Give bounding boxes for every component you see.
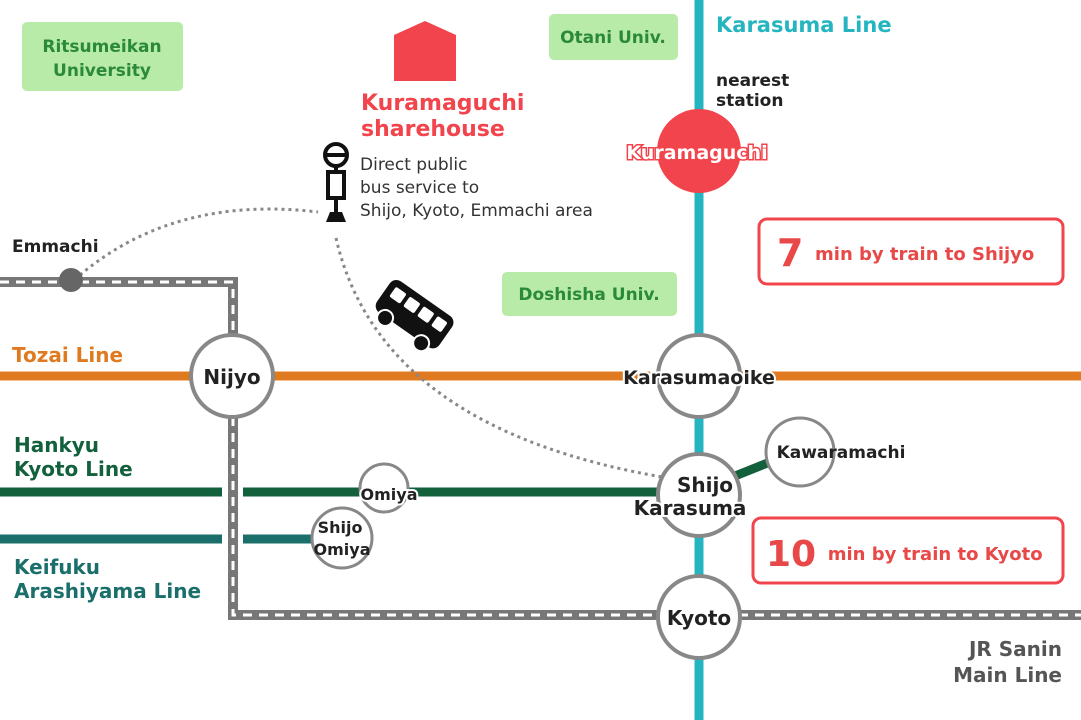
- university-otani: Otani Univ.: [549, 14, 678, 60]
- station-shijo-omiya-label-1: Shijo: [318, 518, 363, 537]
- station-shijo-omiya-marker[interactable]: [310, 506, 374, 570]
- keifuku-line-label-1: Keifuku: [14, 555, 100, 579]
- info-kyoto-text: min by train to Kyoto: [828, 544, 1043, 565]
- bus-stop-icon: [323, 142, 349, 222]
- bus-route-emmachi: [79, 207, 319, 277]
- bus-info-line-3: Shijo, Kyoto, Emmachi area: [360, 201, 593, 221]
- university-ritsumeikan: Ritsumeikan University: [22, 22, 183, 91]
- ritsumeikan-label-1: Ritsumeikan: [42, 37, 161, 57]
- station-kawaramachi-marker[interactable]: [764, 416, 836, 488]
- station-shijo-karasuma-marker[interactable]: [656, 452, 742, 538]
- station-kuramaguchi-marker[interactable]: [657, 109, 741, 193]
- station-karasumaoike-label: Karasumaoike: [623, 367, 775, 389]
- jr-line-label-1: JR Sanin: [967, 637, 1062, 661]
- otani-label: Otani Univ.: [560, 28, 666, 48]
- svg-text:10 min by train to Kyoto: 10 min by train to Kyoto: [766, 534, 1043, 575]
- station-shijo-karasuma-label-2: Karasuma: [634, 496, 747, 520]
- station-omiya-marker[interactable]: [358, 462, 410, 514]
- info-box-shijyo: 7 min by train to Shijyo: [757, 217, 1065, 286]
- ritsumeikan-label-2: University: [53, 61, 151, 81]
- keifuku-line-label-2: Arashiyama Line: [14, 579, 201, 603]
- station-kyoto-label: Kyoto: [667, 606, 731, 630]
- house-icon: [394, 21, 456, 81]
- bus-info-line-1: Direct public: [360, 155, 467, 175]
- doshisha-label: Doshisha Univ.: [518, 285, 659, 305]
- bus-icon: [375, 279, 454, 353]
- info-kyoto-number: 10: [766, 534, 816, 575]
- tozai-line-label: Tozai Line: [12, 343, 123, 367]
- sharehouse-label-2: sharehouse: [361, 117, 505, 142]
- station-nijyo-marker[interactable]: [189, 333, 275, 419]
- hankyu-line-label-2: Kyoto Line: [14, 457, 133, 481]
- university-doshisha: Doshisha Univ.: [502, 272, 677, 316]
- station-omiya-label: Omiya: [361, 485, 418, 504]
- station-nijyo-label: Nijyo: [203, 365, 260, 389]
- station-kyoto-marker[interactable]: [656, 574, 742, 660]
- sharehouse-label-1: Kuramaguchi: [361, 91, 524, 116]
- station-shijo-omiya-label-2: Omiya: [314, 540, 371, 559]
- station-kawaramachi-label: Kawaramachi: [777, 443, 906, 463]
- bus-info-line-2: bus service to: [360, 178, 479, 198]
- jr-line-label-2: Main Line: [953, 663, 1062, 687]
- station-kuramaguchi-label: Kuramaguchi: [626, 142, 767, 164]
- nearest-station-label-2: station: [716, 91, 783, 111]
- station-emmachi-marker[interactable]: [59, 268, 83, 292]
- info-shijyo-text: min by train to Shijyo: [815, 244, 1034, 265]
- nearest-station-label-1: nearest: [716, 71, 789, 91]
- hankyu-line-label-1: Hankyu: [14, 433, 99, 457]
- station-emmachi-label: Emmachi: [12, 237, 99, 257]
- info-box-kyoto: 10 min by train to Kyoto: [751, 516, 1065, 585]
- hankyu-kyoto-line: [0, 457, 772, 497]
- svg-text:7 min by train to Shijyo: 7 min by train to Shijyo: [777, 231, 1034, 275]
- karasuma-line-label: Karasuma Line: [716, 13, 892, 37]
- station-karasumaoike-marker[interactable]: [656, 333, 742, 419]
- info-shijyo-number: 7: [777, 231, 803, 275]
- station-shijo-karasuma-label-1: Shijo: [677, 473, 733, 497]
